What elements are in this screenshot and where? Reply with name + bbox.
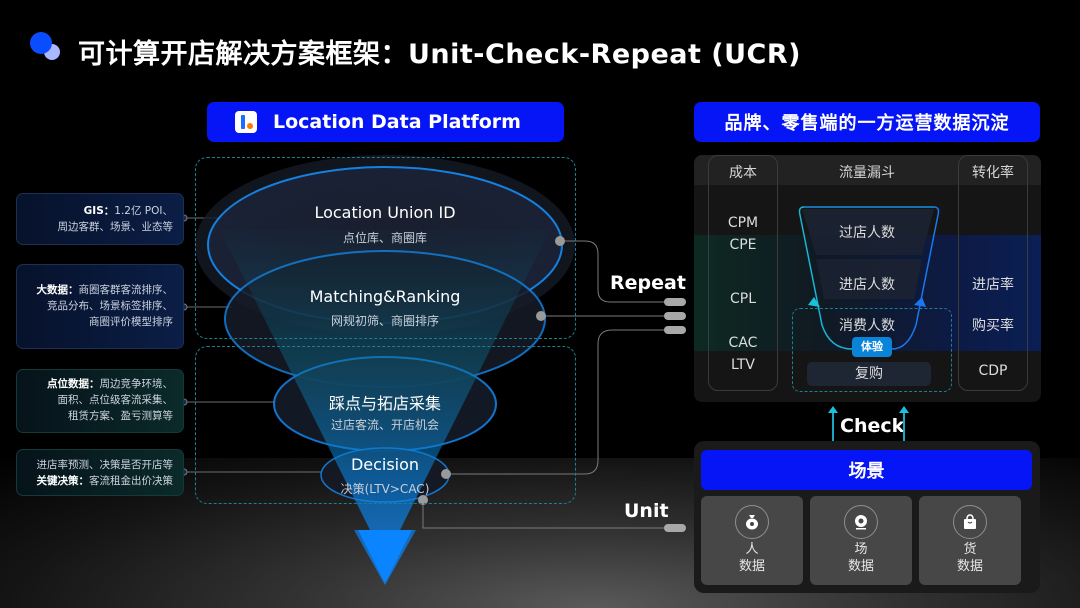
conversion-metric: 购买率 [972,318,1014,334]
info-card-big-data: 大数据：商圈客群客流排序、 竞品分布、场景标签排序、 商圈评价模型排序 [16,264,184,349]
cost-metric: LTV [730,357,755,373]
funnel-flow-shape [798,206,940,350]
camera-icon [844,505,878,539]
repurchase-dashed-group [792,308,952,392]
shopping-bag-icon [953,505,987,539]
header-conversion: 转化率 [972,165,1014,181]
scene-tile-place: 场 数据 [810,496,912,585]
funnel-arrow-head [358,530,412,583]
repeat-label: Repeat [610,272,686,294]
funnel-layer-4-title: Decision [350,455,420,474]
tile-label: 数据 [956,559,983,574]
connector-dot [555,236,565,246]
scene-tile-people: 人 数据 [701,496,803,585]
check-label: Check [840,415,905,437]
platform-label: Location Data Platform [273,111,521,133]
repeat-connectors [422,240,668,529]
repeat-plug [664,326,686,334]
connector-dot [536,311,546,321]
scene-header: 场景 [701,450,1032,490]
cost-metric: CPM [727,215,759,231]
table-header-row [694,155,1041,185]
card-label: 点位数据： [47,378,100,390]
card-text: 面积、点位级客流采集、 [57,394,174,406]
funnel-step: 消费人数 [839,318,895,334]
upper-dashed-group [195,157,576,339]
experience-badge: 体验 [852,337,892,357]
brand-ops-header: 品牌、零售端的一方运营数据沉淀 [694,102,1040,142]
info-card-location-data: 点位数据：周边竞争环境、 面积、点位级客流采集、 租赁方案、盈亏测算等 [16,369,184,433]
funnel-cone [220,230,550,585]
tile-label: 场 [854,542,868,557]
card-text: 周边竞争环境、 [99,378,174,390]
header-funnel: 流量漏斗 [839,165,895,181]
tile-label: 数据 [738,559,765,574]
location-data-platform-logo-icon [235,111,257,133]
platform-header: Location Data Platform [207,102,564,142]
tile-label: 数据 [847,559,874,574]
funnel-layer-2-title: Matching&Ranking [309,287,461,306]
repeat-plug [664,312,686,320]
tile-label: 货 [963,542,977,557]
connector-dot [441,469,451,479]
cost-metric: CPL [729,291,757,307]
card-label: 关键决策： [36,475,90,487]
connector-dot [418,495,428,505]
header-cost: 成本 [729,165,757,181]
card-label: GIS： [83,205,115,217]
info-card-key-decision: 进店率预测、决策是否开店等 关键决策：客流租金出价决策 [16,449,184,496]
card-text: 1.2亿 POI、 [114,205,173,217]
scene-tile-goods: 货 数据 [919,496,1021,585]
cost-column [708,155,778,391]
conversion-column [958,155,1028,391]
funnel-layer-3-title: 踩点与拓店采集 [328,394,442,413]
ops-data-panel: 成本 流量漏斗 转化率 CPM CPE CPL CAC LTV 过店人数 进店人… [694,155,1041,402]
scene-panel: 场景 人 数据 场 数据 货 数据 [694,441,1040,593]
card-text: 进店率预测、决策是否开店等 [36,459,174,471]
page-title: 可计算开店解决方案框架：Unit-Check-Repeat (UCR) [78,39,802,70]
card-label: 大数据： [36,284,79,296]
funnel-layer-4-subtitle: 决策(LTV>CAC) [340,482,430,496]
cost-metric: CPE [729,237,757,253]
funnel-step-repurchase: 复购 [807,362,931,386]
tile-label: 人 [745,542,759,557]
funnel-layer-3-subtitle: 过店客流、开店机会 [330,418,440,432]
card-text: 竞品分布、场景标签排序、 [47,300,173,312]
repeat-plug [664,298,686,306]
card-text: 周边客群、场景、业态等 [57,221,174,233]
funnel-step: 过店人数 [839,225,895,241]
conversion-metric: CDP [978,363,1008,379]
card-text: 商圈客群客流排序、 [78,284,174,296]
unit-label: Unit [624,500,669,522]
cost-metric: CAC [728,335,758,351]
card-text: 客流租金出价决策 [89,475,173,487]
card-text: 租赁方案、盈亏测算等 [68,410,173,422]
money-bag-icon [735,505,769,539]
check-arrow-right-icon [899,406,909,445]
conversion-metric: 进店率 [972,277,1014,293]
funnel-step: 进店人数 [839,277,895,293]
check-arrow-left-icon [828,406,838,445]
unit-plug [664,524,686,532]
info-card-gis: GIS：1.2亿 POI、 周边客群、场景、业态等 [16,193,184,245]
funnel-layer-1-title: Location Union ID [314,203,456,222]
title-bullet-icon [30,32,52,54]
lower-dashed-group [195,346,576,504]
funnel-layer-1-subtitle: 点位库、商圈库 [342,231,428,245]
funnel-layer-2-subtitle: 网规初筛、商圈排序 [330,314,440,328]
card-text: 商圈评价模型排序 [89,316,173,328]
